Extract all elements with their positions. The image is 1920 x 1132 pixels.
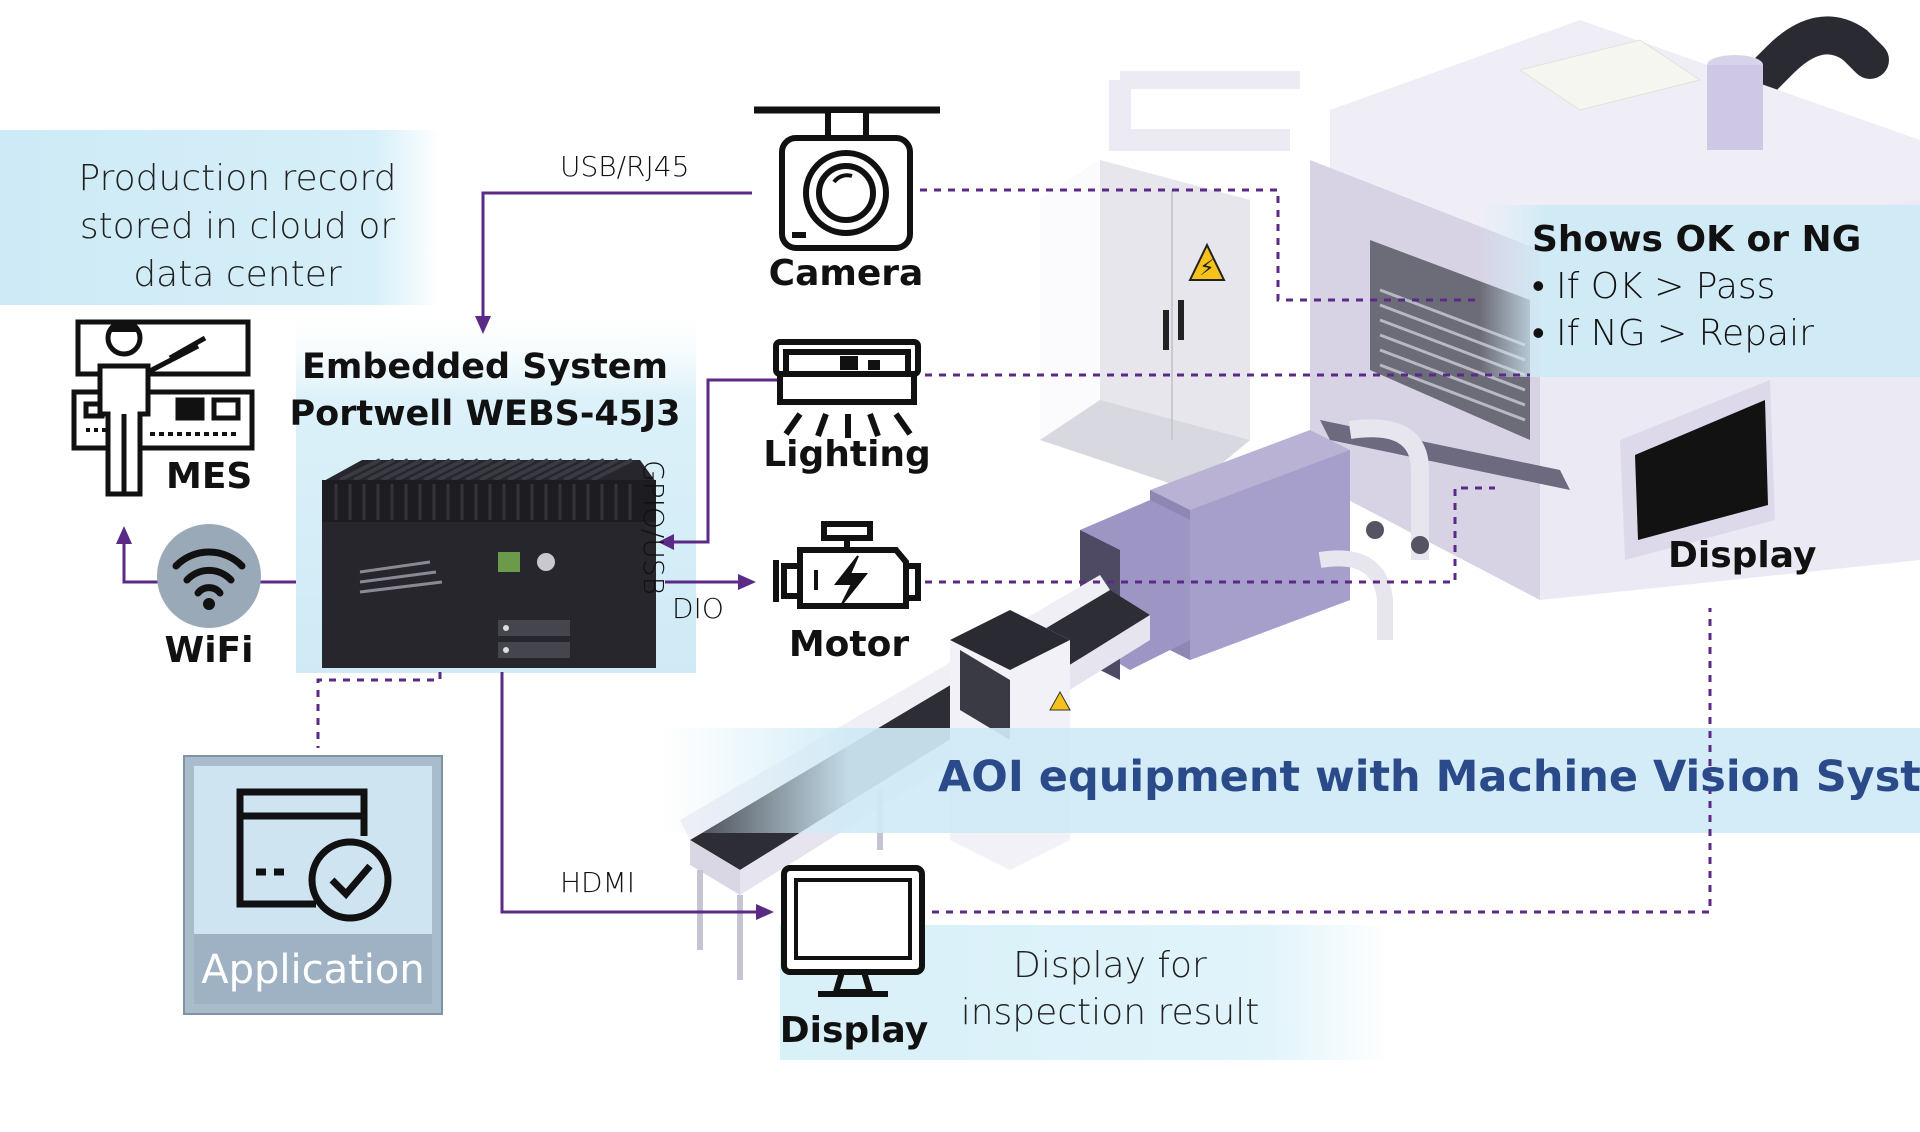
cloud-note-band bbox=[0, 130, 440, 305]
camera-label: Camera bbox=[768, 253, 924, 294]
mes-label: MES bbox=[166, 456, 253, 497]
result-panel-band bbox=[1480, 205, 1920, 377]
svg-text:⚡: ⚡ bbox=[1199, 256, 1214, 281]
machine-display-label: Display bbox=[1668, 535, 1817, 576]
camera-icon bbox=[754, 106, 940, 251]
connection-lines bbox=[116, 191, 800, 920]
cloud-note-line: data center bbox=[133, 254, 342, 295]
wifi-label: WiFi bbox=[164, 630, 254, 671]
embedded-system-line: Embedded System bbox=[301, 347, 669, 387]
motor-icon bbox=[773, 521, 921, 609]
cloud-note: Production record stored in cloud or dat… bbox=[20, 155, 455, 299]
embedded-system-model: Portwell WEBS-45J3 bbox=[289, 394, 681, 434]
display-note-line: Display for bbox=[1013, 945, 1207, 986]
motor-label: Motor bbox=[788, 624, 910, 665]
display-note: Display for inspection result bbox=[960, 942, 1260, 1036]
usb-rj45-label: USB/RJ45 bbox=[560, 150, 690, 183]
result-item-ng-text: If NG > Repair bbox=[1556, 313, 1814, 354]
cloud-note-line: Production record bbox=[78, 158, 397, 199]
gpio-usb-label: GPIO/USB bbox=[637, 460, 670, 595]
dashed-lines bbox=[316, 188, 1712, 914]
result-item-ok: • If OK > Pass bbox=[1532, 266, 1776, 307]
lighting-label: Lighting bbox=[763, 434, 931, 475]
display-monitor-icon bbox=[781, 865, 925, 997]
embedded-pc-image bbox=[322, 458, 656, 668]
embedded-system-title: Embedded System Portwell WEBS-45J3 bbox=[280, 344, 690, 438]
hdmi-label: HDMI bbox=[560, 866, 636, 899]
result-item-ng: • If NG > Repair bbox=[1532, 313, 1814, 354]
aoi-banner-title: AOI equipment with Machine Vision System bbox=[938, 752, 1920, 802]
result-panel-title: Shows OK or NG bbox=[1532, 219, 1862, 260]
application-window-icon bbox=[236, 788, 392, 922]
cloud-note-line: stored in cloud or bbox=[79, 206, 396, 247]
application-label: Application bbox=[201, 947, 425, 993]
display-label: Display bbox=[779, 1010, 929, 1051]
result-panel: Shows OK or NG • If OK > Pass • If NG > … bbox=[1532, 216, 1861, 357]
dio-label: DIO bbox=[672, 592, 724, 625]
wifi-icon bbox=[157, 524, 261, 628]
display-note-line: inspection result bbox=[960, 992, 1260, 1033]
result-item-ok-text: If OK > Pass bbox=[1556, 266, 1776, 307]
lighting-icon bbox=[773, 339, 921, 438]
mes-operator-icon bbox=[71, 319, 255, 497]
